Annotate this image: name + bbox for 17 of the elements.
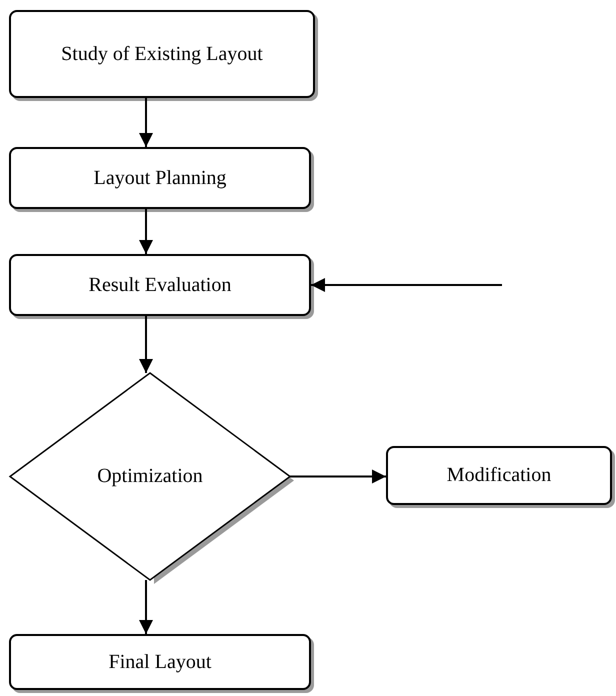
node-label: Result Evaluation	[88, 272, 232, 298]
process-box	[9, 634, 311, 690]
node-label: Optimization	[96, 464, 204, 489]
process-box	[9, 254, 311, 316]
arrow	[139, 316, 153, 373]
arrow	[139, 98, 153, 147]
node-label: Final Layout	[108, 650, 212, 674]
node-label: Layout Planning	[92, 166, 228, 190]
node-label: Study of Existing Layout	[60, 42, 264, 66]
arrow	[139, 209, 153, 254]
arrow	[139, 580, 153, 634]
arrow	[290, 470, 386, 484]
process-box	[386, 446, 612, 505]
arrow	[311, 278, 502, 292]
process-box	[9, 147, 311, 209]
node-label: Modification	[446, 463, 552, 488]
process-box	[9, 10, 315, 98]
